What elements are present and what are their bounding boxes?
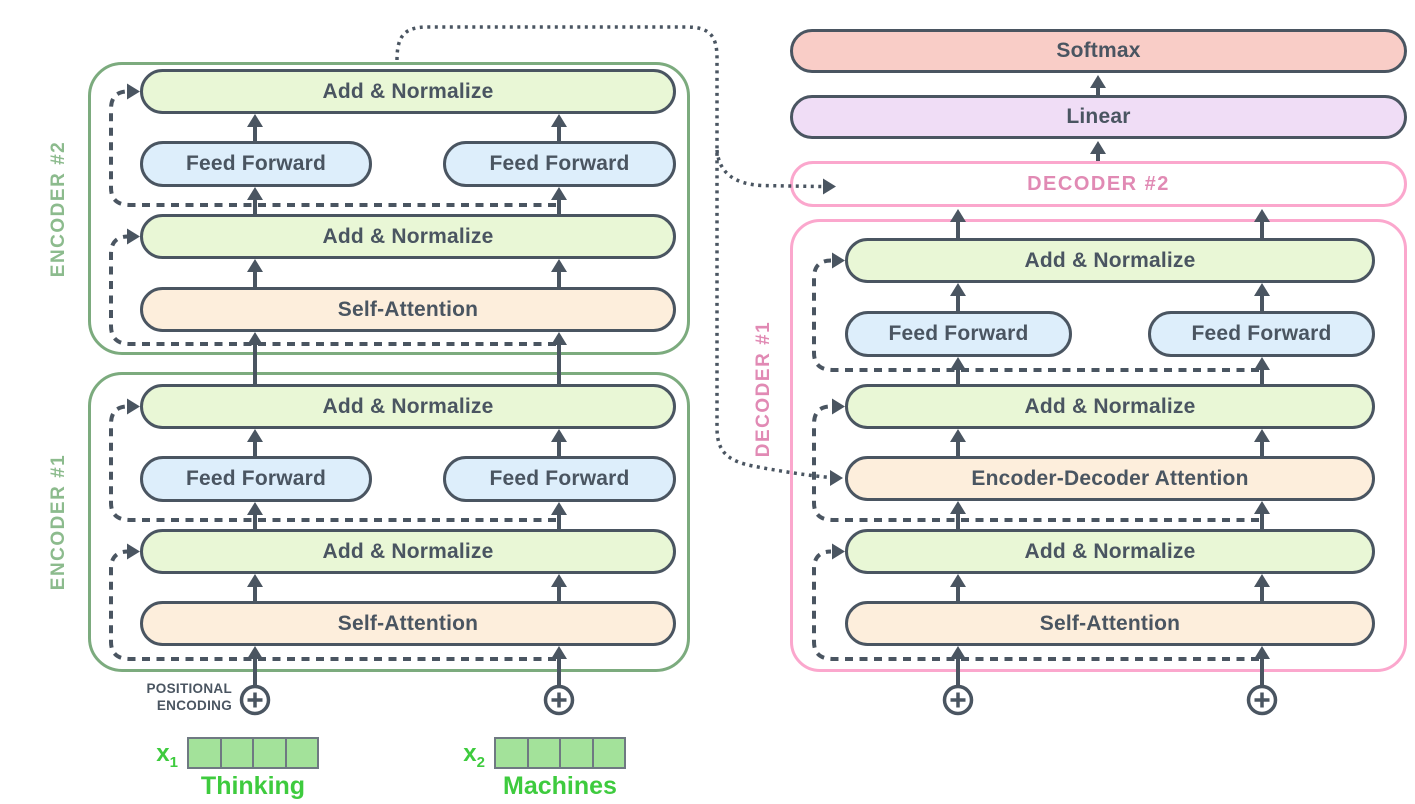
enc1-add-normalize-top-pill: Add & Normalize <box>140 384 676 429</box>
dec1-encoder-decoder-attention-pill: Encoder-Decoder Attention <box>845 456 1375 501</box>
embedding-cell <box>591 739 624 767</box>
plus-circle-icon <box>543 684 575 716</box>
enc2-feed-forward-right-pill: Feed Forward <box>443 141 676 187</box>
embedding-cell <box>526 739 559 767</box>
plus-circle-icon <box>1246 684 1278 716</box>
decoder2-frame <box>790 161 1407 207</box>
arrowhead-up <box>1090 75 1106 88</box>
dec1-feed-forward-left-pill: Feed Forward <box>845 311 1072 357</box>
encoder2-label: ENCODER #2 <box>48 140 70 277</box>
embedding-vector-x1 <box>187 737 319 769</box>
dec1-self-attention-pill: Self-Attention <box>845 601 1375 646</box>
encoder1-frame <box>88 372 690 672</box>
embedding-label-x1: x1 <box>156 740 178 771</box>
embedding-cell <box>496 739 527 767</box>
dec1-add-normalize-bottom-pill: Add & Normalize <box>845 529 1375 574</box>
enc2-add-normalize-mid-pill: Add & Normalize <box>140 214 676 259</box>
enc1-add-normalize-mid-pill: Add & Normalize <box>140 529 676 574</box>
enc2-self-attention-pill: Self-Attention <box>140 287 676 332</box>
embedding-label-x2: x2 <box>463 740 485 771</box>
enc2-add-normalize-top-pill: Add & Normalize <box>140 69 676 114</box>
softmax-pill: Softmax <box>790 29 1407 73</box>
dec1-add-normalize-top-pill: Add & Normalize <box>845 238 1375 283</box>
decoder1-label: DECODER #1 <box>753 320 775 458</box>
arrowhead-up <box>1090 141 1106 154</box>
decoder2-label: DECODER #2 <box>1027 172 1170 195</box>
dec1-add-normalize-mid-pill: Add & Normalize <box>845 384 1375 429</box>
dec1-feed-forward-right-pill: Feed Forward <box>1148 311 1375 357</box>
embedding-cell <box>189 739 220 767</box>
embedding-vector-x2 <box>494 737 626 769</box>
enc2-feed-forward-left-pill: Feed Forward <box>140 141 372 187</box>
enc1-feed-forward-right-pill: Feed Forward <box>443 456 676 502</box>
embedding-cell <box>252 739 285 767</box>
plus-circle-icon <box>942 684 974 716</box>
embedding-cell <box>559 739 592 767</box>
linear-pill: Linear <box>790 95 1407 139</box>
enc1-feed-forward-left-pill: Feed Forward <box>140 456 372 502</box>
plus-circle-icon <box>239 684 271 716</box>
input-token-word-1: Thinking <box>200 772 306 800</box>
enc1-self-attention-pill: Self-Attention <box>140 601 676 646</box>
encoder1-label: ENCODER #1 <box>48 453 70 591</box>
embedding-cell <box>284 739 317 767</box>
positional-encoding-label: POSITIONAL ENCODING <box>146 681 232 713</box>
input-token-word-2: Machines <box>503 772 617 800</box>
embedding-cell <box>219 739 252 767</box>
